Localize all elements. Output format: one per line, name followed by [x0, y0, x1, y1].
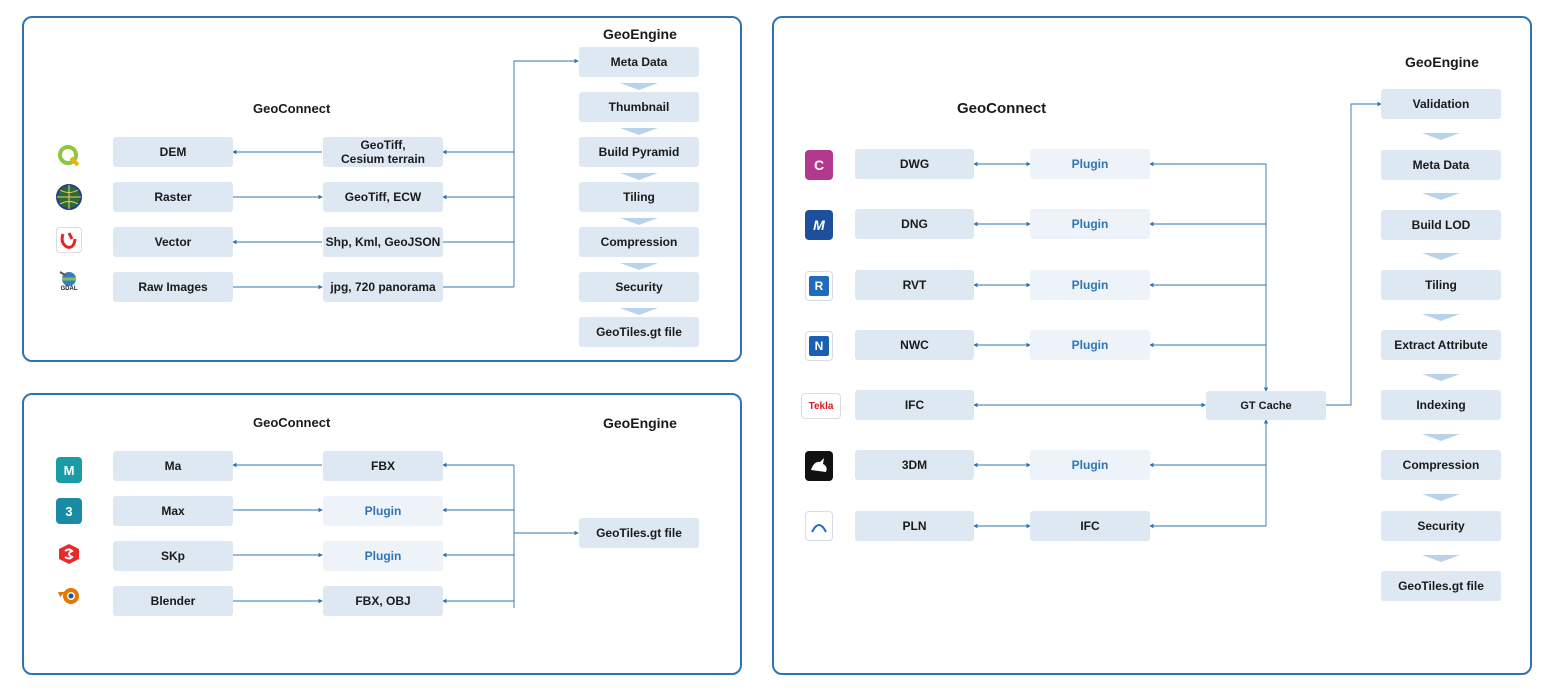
format-jpg-panorama[interactable]: jpg, 720 panorama	[323, 272, 443, 302]
engine-compression[interactable]: Compression	[1381, 450, 1501, 480]
engine-extract-attribute[interactable]: Extract Attribute	[1381, 330, 1501, 360]
3dsmax-icon: 3	[56, 498, 82, 524]
source-raster[interactable]: Raster	[113, 182, 233, 212]
source-dng[interactable]: DNG	[855, 209, 974, 239]
engine-geotiles-file[interactable]: GeoTiles.gt file	[1381, 571, 1501, 601]
format-shp-kml-geojson[interactable]: Shp, Kml, GeoJSON	[323, 227, 443, 257]
source-pln[interactable]: PLN	[855, 511, 974, 541]
globe-icon	[56, 184, 82, 210]
maya-icon: M	[56, 457, 82, 483]
engine-build-pyramid[interactable]: Build Pyramid	[579, 137, 699, 167]
engine-tiling[interactable]: Tiling	[579, 182, 699, 212]
navisworks-icon: N	[805, 331, 833, 361]
vector-app-icon	[56, 227, 82, 253]
panel-bim-pipeline	[772, 16, 1532, 675]
engine-meta-data[interactable]: Meta Data	[1381, 150, 1501, 180]
geoengine-title: GeoEngine	[1405, 54, 1479, 70]
source-dem[interactable]: DEM	[113, 137, 233, 167]
plugin-3dm[interactable]: Plugin	[1030, 450, 1150, 480]
engine-security[interactable]: Security	[579, 272, 699, 302]
qgis-icon	[56, 143, 82, 169]
engine-validation[interactable]: Validation	[1381, 89, 1501, 119]
panel-model-pipeline	[22, 393, 742, 675]
geoconnect-title: GeoConnect	[253, 415, 331, 430]
archicad-icon	[805, 511, 833, 541]
geoconnect-title: GeoConnect	[957, 100, 1047, 117]
source-dwg[interactable]: DWG	[855, 149, 974, 179]
source-ifc[interactable]: IFC	[855, 390, 974, 420]
plugin-skp[interactable]: Plugin	[323, 541, 443, 571]
geoconnect-title: GeoConnect	[253, 101, 331, 116]
format-fbx[interactable]: FBX	[323, 451, 443, 481]
format-geotiff-cesium[interactable]: GeoTiff, Cesium terrain	[323, 137, 443, 167]
panel-raster-pipeline	[22, 16, 742, 362]
source-raw-images[interactable]: Raw Images	[113, 272, 233, 302]
format-ifc[interactable]: IFC	[1030, 511, 1150, 541]
source-max[interactable]: Max	[113, 496, 233, 526]
blender-icon	[56, 582, 82, 608]
source-rvt[interactable]: RVT	[855, 270, 974, 300]
revit-icon: R	[805, 271, 833, 301]
engine-compression[interactable]: Compression	[579, 227, 699, 257]
rhino-icon	[805, 451, 833, 481]
engine-geotiles-file[interactable]: GeoTiles.gt file	[579, 317, 699, 347]
tekla-icon: Tekla	[801, 393, 841, 419]
source-blender[interactable]: Blender	[113, 586, 233, 616]
microstation-icon: M	[805, 210, 833, 240]
geoengine-title: GeoEngine	[603, 415, 677, 431]
engine-indexing[interactable]: Indexing	[1381, 390, 1501, 420]
plugin-nwc[interactable]: Plugin	[1030, 330, 1150, 360]
geoengine-title: GeoEngine	[603, 26, 677, 42]
source-maya[interactable]: Ma	[113, 451, 233, 481]
format-fbx-obj[interactable]: FBX, OBJ	[323, 586, 443, 616]
plugin-rvt[interactable]: Plugin	[1030, 270, 1150, 300]
plugin-dwg[interactable]: Plugin	[1030, 149, 1150, 179]
format-geotiff-ecw[interactable]: GeoTiff, ECW	[323, 182, 443, 212]
plugin-dng[interactable]: Plugin	[1030, 209, 1150, 239]
civil3d-icon: C	[805, 150, 833, 180]
engine-tiling[interactable]: Tiling	[1381, 270, 1501, 300]
engine-meta-data[interactable]: Meta Data	[579, 47, 699, 77]
plugin-max[interactable]: Plugin	[323, 496, 443, 526]
engine-geotiles-file[interactable]: GeoTiles.gt file	[579, 518, 699, 548]
gt-cache[interactable]: GT Cache	[1206, 391, 1326, 420]
engine-build-lod[interactable]: Build LOD	[1381, 210, 1501, 240]
source-skp[interactable]: SKp	[113, 541, 233, 571]
source-3dm[interactable]: 3DM	[855, 450, 974, 480]
source-nwc[interactable]: NWC	[855, 330, 974, 360]
gdal-icon: GDAL	[56, 268, 82, 294]
engine-security[interactable]: Security	[1381, 511, 1501, 541]
sketchup-icon	[56, 541, 82, 567]
source-vector[interactable]: Vector	[113, 227, 233, 257]
engine-thumbnail[interactable]: Thumbnail	[579, 92, 699, 122]
